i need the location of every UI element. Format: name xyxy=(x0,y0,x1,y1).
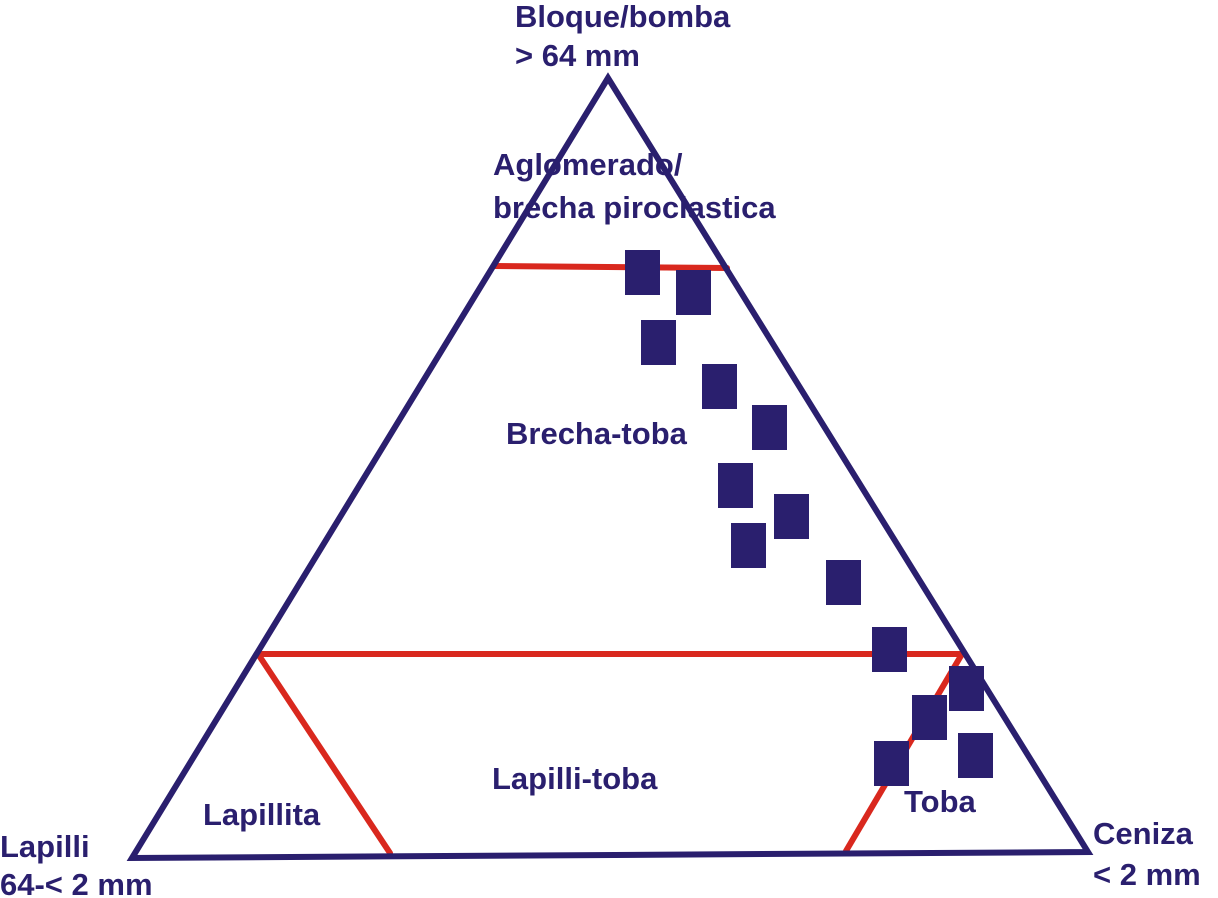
field-boundaries xyxy=(255,263,965,856)
triangle-outline xyxy=(126,72,1094,862)
field-label-brecha-toba: Brecha-toba xyxy=(506,416,688,451)
sample-marker xyxy=(641,320,676,365)
field-label-lapillita: Lapillita xyxy=(203,797,321,832)
vertex-right-label-line1: Ceniza xyxy=(1093,816,1194,851)
sample-marker xyxy=(752,405,787,450)
field-label-lapilli-toba: Lapilli-toba xyxy=(492,761,658,796)
boundary-lapillita-lapilli-toba xyxy=(255,651,393,856)
sample-marker xyxy=(874,741,909,786)
boundary-aglomerado-brecha-toba xyxy=(491,263,730,271)
sample-marker xyxy=(718,463,753,508)
field-label-toba: Toba xyxy=(904,784,977,819)
sample-marker xyxy=(731,523,766,568)
sample-marker xyxy=(826,560,861,605)
sample-marker xyxy=(774,494,809,539)
sample-marker xyxy=(912,695,947,740)
field-labels: Aglomerado/ brecha piroclastica Brecha-t… xyxy=(203,147,977,832)
sample-marker xyxy=(872,627,907,672)
sample-marker xyxy=(949,666,984,711)
vertex-top-label-line2: > 64 mm xyxy=(515,38,640,73)
vertex-right-label-line2: < 2 mm xyxy=(1093,857,1201,892)
sample-marker xyxy=(625,250,660,295)
sample-markers xyxy=(625,250,993,786)
sample-marker xyxy=(958,733,993,778)
sample-marker xyxy=(702,364,737,409)
vertex-top-label-line1: Bloque/bomba xyxy=(515,0,731,34)
vertex-left-label-line2: 64-< 2 mm xyxy=(0,867,153,898)
sample-marker xyxy=(676,270,711,315)
vertex-left-label-line1: Lapilli xyxy=(0,829,90,864)
field-label-aglomerado-line2: brecha piroclastica xyxy=(493,190,776,225)
field-label-aglomerado-line1: Aglomerado/ xyxy=(493,147,683,182)
